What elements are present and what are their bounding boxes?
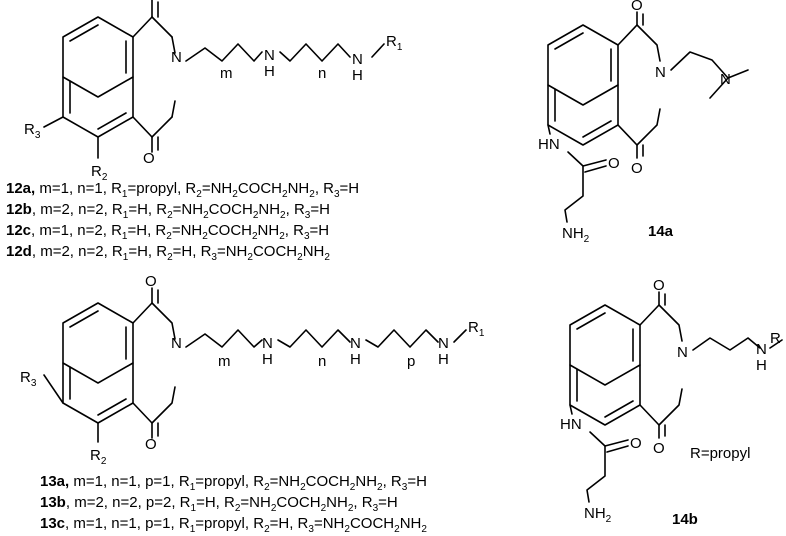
atom-o-amide-14a: O	[608, 155, 620, 172]
atom-o-bottom-14a: O	[631, 160, 643, 177]
caption-12-0: 12a, m=1, n=1, R1=propyl, R2=NH2COCH2NH2…	[6, 180, 359, 200]
atom-n-imide-14b: N	[677, 344, 688, 361]
label-r-propyl: R=propyl	[690, 445, 750, 462]
captions-13: 13a, m=1, n=1, p=1, R1=propyl, R2=NH2COC…	[40, 473, 427, 535]
captions-12: 12a, m=1, n=1, R1=propyl, R2=NH2COCH2NH2…	[6, 180, 359, 263]
caption-12-1: 12b, m=2, n=2, R1=H, R2=NH2COCH2NH2, R3=…	[6, 201, 330, 221]
atom-o-top-14b: O	[653, 277, 665, 294]
caption-12-3: 12d, m=2, n=2, R1=H, R2=H, R3=NH2COCH2NH…	[6, 243, 330, 263]
atom-n-chain3-13: N	[438, 335, 449, 352]
atom-r3-12: R3	[24, 121, 41, 141]
atom-n-imide-14a: N	[655, 64, 666, 81]
subscript-n-13: n	[318, 353, 326, 370]
atom-n-imide-13: N	[171, 335, 182, 352]
atom-nh2-14a: NH2	[562, 225, 590, 245]
atom-h-chain1-13: H	[262, 351, 273, 368]
atom-r-14b: R	[770, 330, 781, 347]
atom-n-chain2-12: N	[352, 51, 363, 68]
subscript-p-13: p	[407, 353, 415, 370]
atom-n-imide-12: N	[171, 49, 182, 66]
caption-13-2: 13c, m=1, n=1, p=1, R1=propyl, R2=H, R3=…	[40, 515, 427, 535]
atom-n-amine-14a: N	[720, 71, 731, 88]
atom-r1-13: R1	[468, 319, 485, 339]
atom-hn-14a: HN	[538, 136, 560, 153]
atoms-13: O N O R3 R2 m N H n N H p N H R1	[20, 273, 485, 467]
atom-n-chain1-13: N	[262, 335, 273, 352]
atom-o-top-14a: O	[631, 0, 643, 14]
atom-h-amine-14b: H	[756, 357, 767, 374]
atom-o-bottom-12: O	[143, 150, 155, 167]
atom-h-chain1-12: H	[264, 63, 275, 80]
label-14b: 14b	[672, 511, 698, 528]
caption-13-0: 13a, m=1, n=1, p=1, R1=propyl, R2=NH2COC…	[40, 473, 427, 493]
structure-14b	[569, 291, 783, 503]
atom-r3-13: R3	[20, 369, 37, 389]
atom-r1-12: R1	[386, 33, 403, 53]
caption-13-1: 13b, m=2, n=2, p=2, R1=H, R2=NH2COCH2NH2…	[40, 494, 398, 514]
atom-h-chain2-13: H	[350, 351, 361, 368]
subscript-m-12: m	[220, 65, 233, 82]
subscript-m-13: m	[218, 353, 231, 370]
atom-r2-12: R2	[91, 163, 108, 183]
atom-o-bottom-14b: O	[653, 440, 665, 457]
atom-o-top-12: O	[143, 0, 155, 2]
atoms-12: O N O R3 R2 m N H n N H R1	[24, 0, 403, 183]
label-14a: 14a	[648, 223, 674, 240]
atom-o-amide-14b: O	[630, 435, 642, 452]
caption-12-2: 12c, m=1, n=2, R1=H, R2=NH2COCH2NH2, R3=…	[6, 222, 329, 242]
atoms-14b: O N O N H R HN O NH2 R=propyl 14b	[560, 277, 781, 528]
atoms-14a: O N O N HN O NH2 14a	[538, 0, 731, 245]
atom-n-chain1-12: N	[264, 47, 275, 64]
atom-o-top-13: O	[145, 273, 157, 290]
atom-r2-13: R2	[90, 447, 107, 467]
structure-13	[43, 287, 467, 443]
atom-h-chain2-12: H	[352, 67, 363, 84]
atom-nh2-14b: NH2	[584, 505, 612, 525]
subscript-n-12: n	[318, 65, 326, 82]
atom-hn-14b: HN	[560, 416, 582, 433]
atom-h-chain3-13: H	[438, 351, 449, 368]
structure-14a	[547, 11, 749, 223]
atom-n-chain2-13: N	[350, 335, 361, 352]
structure-12	[43, 0, 385, 159]
atom-n-amine-14b: N	[756, 341, 767, 358]
atom-o-bottom-13: O	[145, 436, 157, 453]
